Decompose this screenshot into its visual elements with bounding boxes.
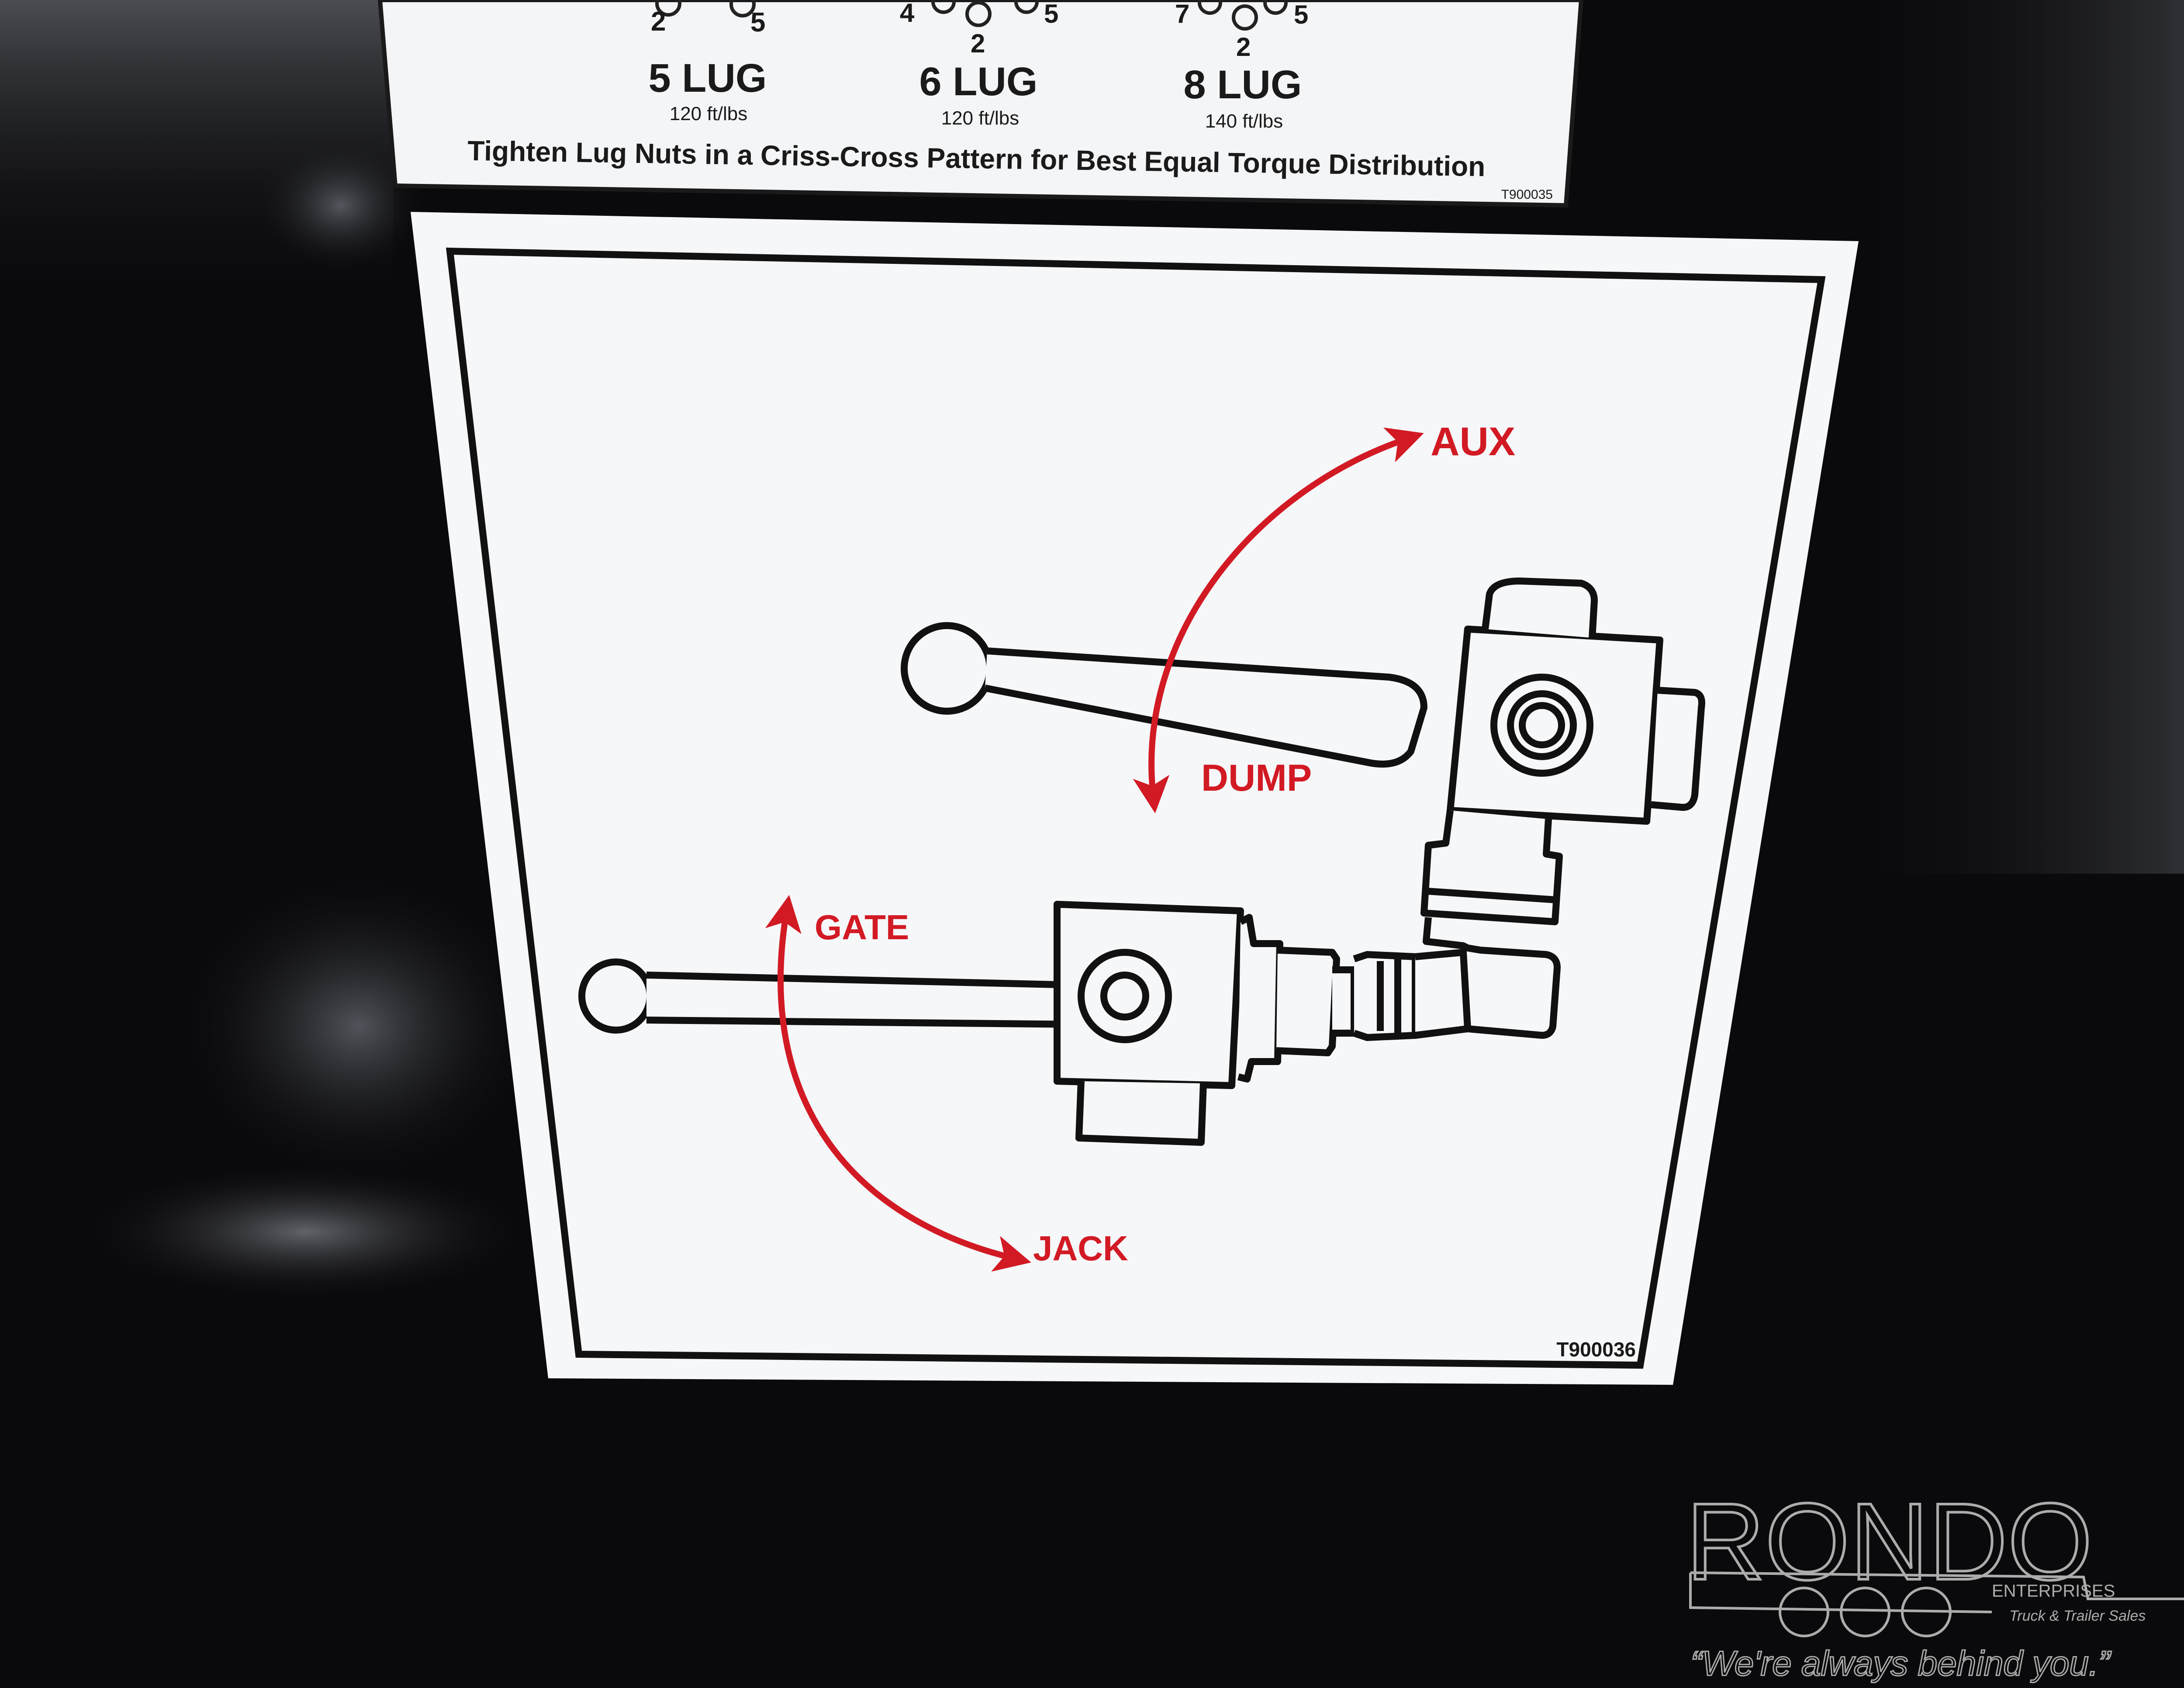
jack-label: JACK: [1033, 1229, 1128, 1268]
bolt-number: 2: [971, 29, 985, 58]
lug-label-5: 5 LUG: [649, 56, 767, 100]
watermark-tagline-small: Truck & Trailer Sales: [2009, 1608, 2146, 1624]
lower-handle-knob: [578, 958, 653, 1034]
gate-jack-arc: [765, 895, 1031, 1272]
valve-decal-border: [446, 247, 1826, 1369]
torque-decal-body: [377, 0, 1584, 208]
upper-valve-bolt-mid: [1507, 690, 1577, 760]
watermark-brand: RONDO: [1686, 1480, 2093, 1602]
torque-decal: 2 5 4 5 2 7 5 2 5 LUG 120 ft/lbs 6 LUG 1…: [377, 0, 1584, 208]
torque-value-6: 120 ft/lbs: [941, 107, 1019, 129]
trailer-outline-icon: [1689, 1571, 2184, 1637]
bolt-number: 2: [1236, 32, 1251, 62]
valve-decal: AUX DUMP GATE JACK T900036: [411, 212, 1859, 1385]
lower-valve-fitting-4: [1353, 951, 1419, 1041]
watermark-subtitle: ENTERPRISES: [1992, 1581, 2115, 1601]
lower-valve-fitting-1: [1237, 914, 1283, 1083]
torque-value-5: 120 ft/lbs: [670, 103, 748, 125]
upper-valve-side-nut: [1651, 687, 1705, 811]
aux-dump-arc: [1133, 427, 1424, 813]
upper-valve-bolt-inner: [1519, 702, 1565, 748]
right-side-grey-wall: [1835, 0, 2184, 874]
lower-valve-direction-arrow: [765, 895, 1031, 1272]
glare-reflection-upper: [253, 135, 428, 275]
upper-handle-knob: [901, 622, 993, 715]
lower-valve-fitting-5: [1377, 959, 1401, 1033]
glare-reflection-left: [175, 869, 542, 1184]
bolt-number: 5: [1044, 0, 1058, 28]
bolt-number: 5: [750, 7, 765, 38]
glare-reflection-bottom: [79, 1162, 533, 1302]
lower-valve-bottom-stub: [1075, 1081, 1207, 1146]
bolt-number: 2: [651, 7, 666, 37]
lower-valve-bolt-outer: [1078, 949, 1172, 1043]
lower-valve-bolt-inner: [1100, 972, 1149, 1020]
lower-handle-bar: [646, 972, 1082, 1028]
dump-label: DUMP: [1201, 757, 1312, 799]
bolt-number: 4: [900, 0, 915, 28]
lug-label-6: 6 LUG: [919, 59, 1038, 104]
dealer-watermark: RONDO ENTERPRISES Truck & Trailer Sales …: [1685, 1479, 2184, 1684]
watermark-slogan: “We're always behind you.”: [1690, 1644, 2111, 1683]
lower-valve-fitting-3: [1332, 966, 1358, 1037]
bolt-pattern-6-lug: 4 5 2: [900, 0, 1058, 58]
lug-label-8: 8 LUG: [1184, 62, 1302, 107]
lower-valve-fitting-6: [1415, 949, 1471, 1039]
valve-decal-part-number: T900036: [1556, 1338, 1636, 1361]
bolt-pattern-8-lug: 7 5 2: [1175, 0, 1308, 62]
torque-value-8: 140 ft/lbs: [1205, 111, 1283, 132]
aux-label: AUX: [1431, 419, 1515, 464]
bolt-number: 7: [1175, 0, 1189, 28]
lower-valve-fitting-2: [1276, 947, 1340, 1056]
bolt-number: 5: [1294, 0, 1308, 29]
torque-decal-part-number: T900035: [1501, 187, 1553, 202]
elbow-fitting: [1423, 917, 1561, 1039]
upper-valve-top-cap: [1482, 578, 1598, 638]
upper-valve-direction-arrow: [1133, 427, 1424, 813]
bolt-pattern-5-lug: 2 5: [651, 0, 765, 38]
gate-label: GATE: [815, 908, 909, 947]
